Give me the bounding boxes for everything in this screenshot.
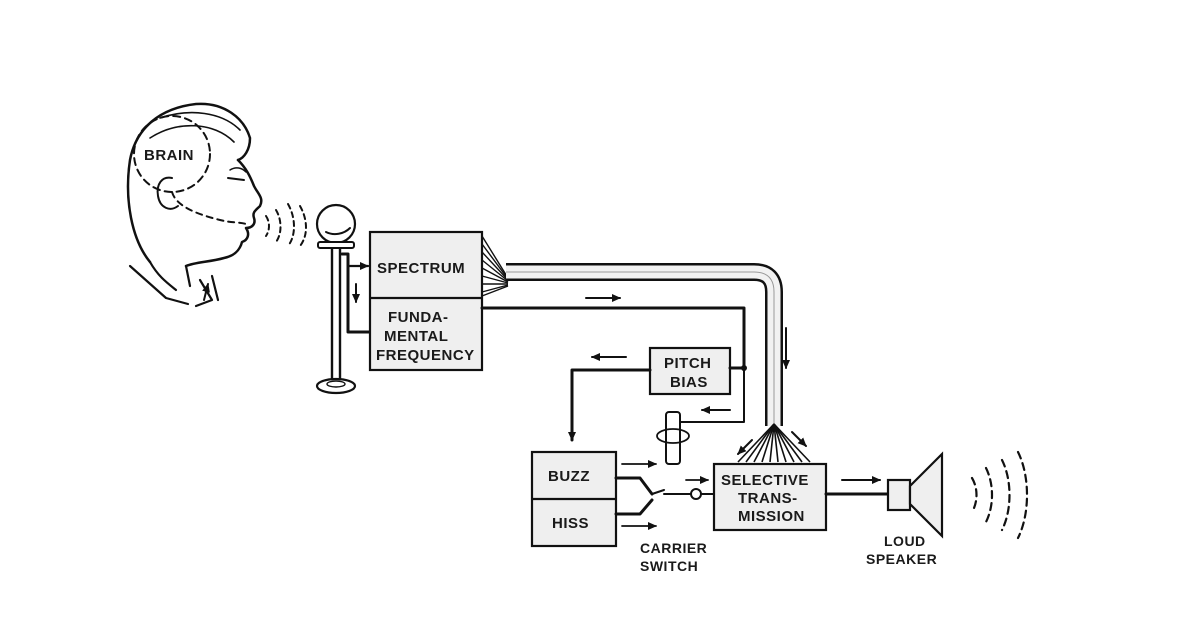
selective-label-line2: TRANS- (738, 490, 798, 507)
voice-sound-waves (265, 203, 307, 247)
pitch-bias-box: PITCH BIAS (648, 346, 732, 396)
spectrum-channel-fan (481, 235, 509, 297)
relay-switch (656, 411, 690, 465)
pitch-bias-label-line2: BIAS (670, 374, 708, 391)
pitch-bias-feedback-line (671, 367, 745, 423)
fundamental-label-line2: MENTAL (384, 328, 448, 345)
carrier-switch (651, 488, 715, 500)
loud-speaker-label-line2: SPEAKER (866, 551, 937, 567)
pitch-bias-to-buzz-line (568, 368, 652, 442)
speaker-head-illustration: BRAIN (126, 102, 263, 308)
analyzer-box: SPECTRUM FUNDA- MENTAL FREQUENCY (368, 230, 484, 372)
fundamental-frequency-line (480, 306, 746, 370)
fundamental-label-line1: FUNDA- (388, 309, 449, 326)
buzz-to-switch (614, 476, 654, 496)
hiss-label: HISS (552, 515, 589, 532)
fundamental-label-line3: FREQUENCY (376, 347, 475, 364)
loudspeaker (886, 451, 944, 539)
spectrum-label: SPECTRUM (377, 260, 465, 277)
microphone (315, 203, 357, 395)
fan-left-arrow (737, 439, 753, 455)
buzz-label: BUZZ (548, 468, 590, 485)
hiss-to-switch (614, 498, 654, 516)
fan-right-arrow (791, 431, 807, 447)
pitch-bias-label-line1: PITCH (664, 355, 712, 372)
source-box: BUZZ HISS (530, 450, 618, 548)
carrier-switch-label-line2: SWITCH (640, 558, 698, 574)
loud-speaker-label-line1: LOUD (884, 533, 926, 549)
selective-label-line1: SELECTIVE (721, 472, 809, 489)
selective-transmission-fan (737, 423, 811, 463)
spectrum-cable-bundle (506, 263, 783, 426)
selective-transmission-box: SELECTIVE TRANS- MISSION (712, 462, 828, 532)
microphone-leads (340, 252, 372, 334)
carrier-switch-label-line1: CARRIER (640, 540, 707, 556)
speaker-sound-waves (970, 450, 1029, 540)
brain-label: BRAIN (144, 147, 194, 164)
selective-label-line3: MISSION (738, 508, 805, 525)
